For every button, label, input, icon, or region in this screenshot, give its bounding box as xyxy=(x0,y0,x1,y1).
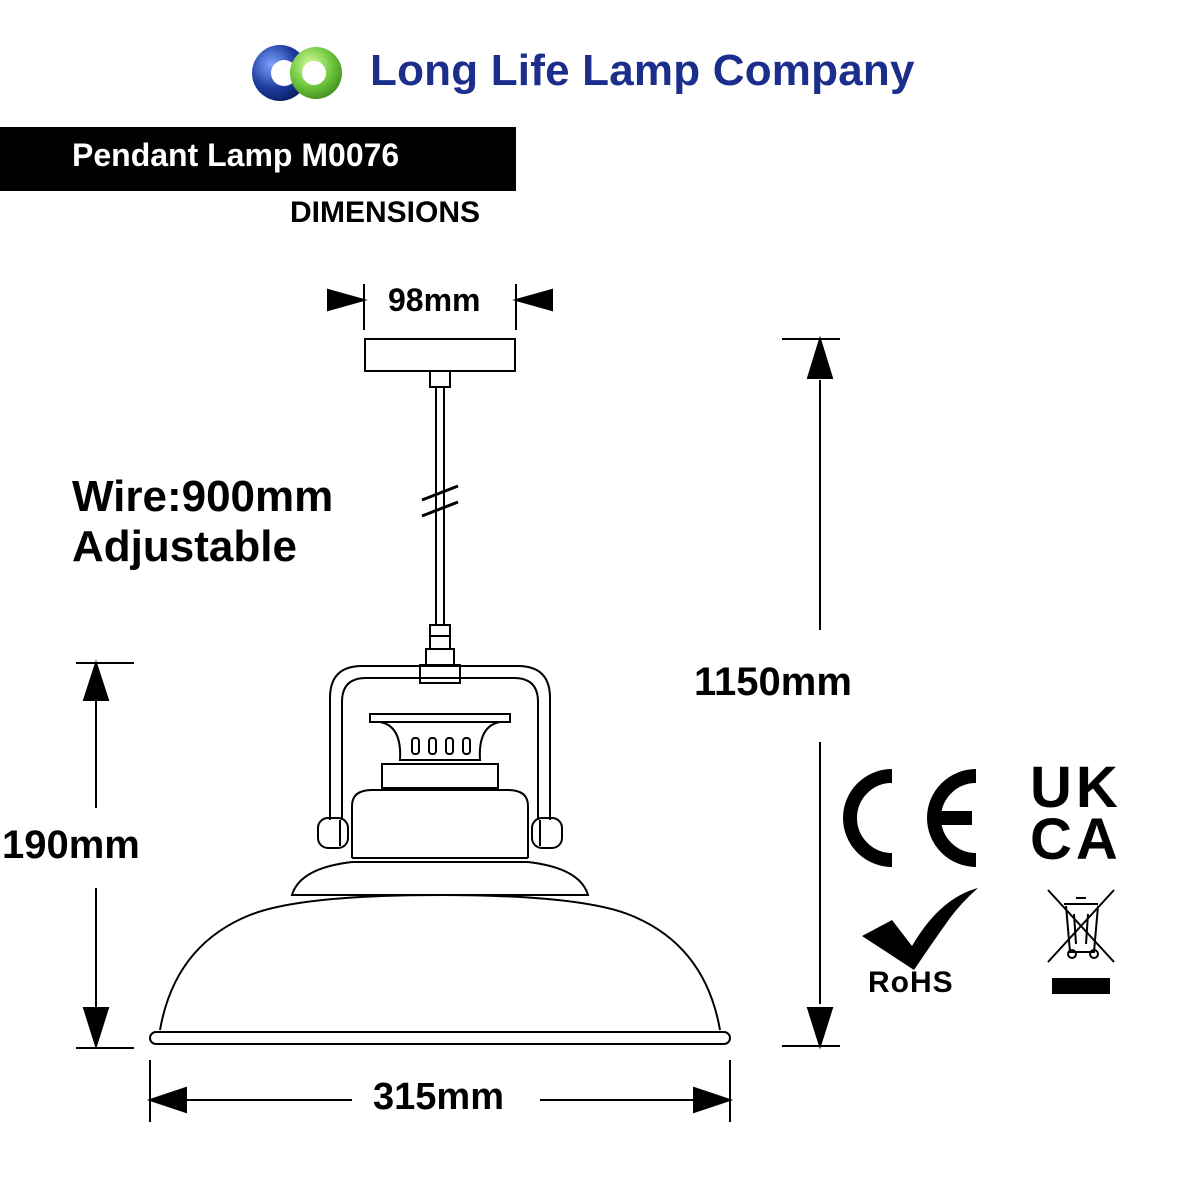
shade-width-dimension xyxy=(146,1060,734,1122)
total-height-dimension xyxy=(782,335,840,1050)
shade-height-dimension xyxy=(76,659,134,1050)
ukca-bottom-text: CA xyxy=(1030,807,1122,872)
shade-width-label: 315mm xyxy=(373,1076,504,1118)
ceiling-canopy xyxy=(364,338,516,372)
product-title: Pendant Lamp M0076 xyxy=(72,137,400,173)
wire-length-label: Wire:900mm xyxy=(72,472,334,521)
rohs-check-icon xyxy=(862,888,978,970)
canopy-width-label: 98mm xyxy=(388,282,481,318)
shade-height-label: 190mm xyxy=(2,823,140,867)
section-subtitle: DIMENSIONS xyxy=(290,196,481,229)
canopy-width-dimension xyxy=(327,284,553,330)
ce-mark-icon xyxy=(843,769,977,867)
weee-bin-icon xyxy=(1047,889,1115,994)
company-name: Long Life Lamp Company xyxy=(370,46,915,95)
ukca-top-text: UK xyxy=(1030,755,1122,820)
company-logo-icon xyxy=(252,45,342,101)
total-height-label: 1150mm xyxy=(694,660,852,704)
title-bar: Pendant Lamp M0076 xyxy=(0,127,516,191)
wire-adjustable-label: Adjustable xyxy=(72,522,297,571)
rohs-label: RoHS xyxy=(868,966,954,999)
ukca-mark-icon: UK CA xyxy=(1030,755,1122,872)
wire-note: Wire:900mm Adjustable xyxy=(72,472,333,572)
